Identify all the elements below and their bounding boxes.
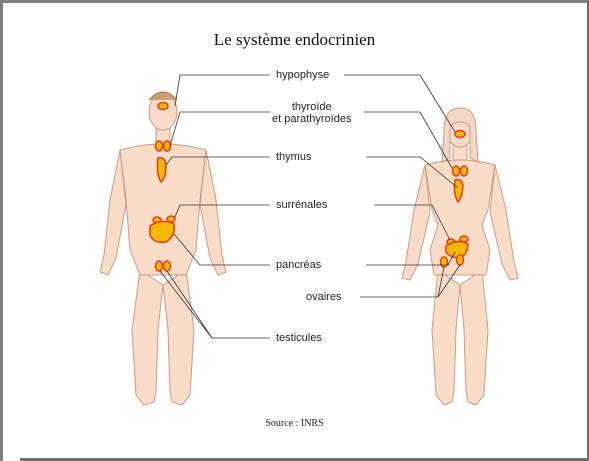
female-ovary-right xyxy=(457,255,464,265)
label-ovaires: ovaires xyxy=(306,291,341,303)
male-testicle-left xyxy=(156,261,163,271)
label-pancreas: pancréas xyxy=(276,259,321,271)
female-ovary-left xyxy=(441,257,448,267)
label-thymus: thymus xyxy=(276,151,311,163)
male-testicle-right xyxy=(164,261,171,271)
label-surrenales: surrénales xyxy=(276,199,327,211)
female-thyroid-left xyxy=(453,166,460,176)
label-hypophyse: hypophyse xyxy=(276,69,329,81)
male-hypophyse-gland xyxy=(158,103,168,110)
male-figure xyxy=(100,94,226,405)
label-testicules: testicules xyxy=(276,332,322,344)
source-caption: Source : INRS xyxy=(0,418,589,429)
leader-thyroid-female xyxy=(364,112,452,168)
label-thyroide-line1: thyroïde xyxy=(272,101,352,113)
female-thyroid-right xyxy=(461,166,468,176)
male-hair xyxy=(149,92,177,100)
leader-hypophyse-male xyxy=(175,75,270,106)
male-thyroid-left xyxy=(156,141,163,151)
male-pancreas-gland xyxy=(150,221,174,242)
leader-ovary-left xyxy=(360,267,444,297)
leader-hypophyse-female xyxy=(344,75,455,132)
label-thyroide: thyroïde et parathyroïdes xyxy=(272,101,352,125)
male-thyroid-right xyxy=(164,141,171,151)
male-adrenal-right xyxy=(167,216,175,222)
female-hypophyse-gland xyxy=(455,131,465,138)
leader-thyroid-male xyxy=(170,112,270,146)
label-thyroide-line2: et parathyroïdes xyxy=(272,113,352,125)
